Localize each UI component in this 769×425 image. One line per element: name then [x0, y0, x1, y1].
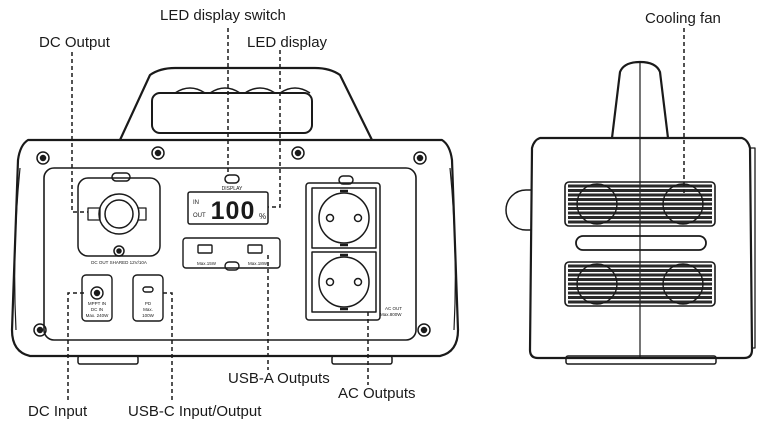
mppt-label-1: MPPT IN [88, 301, 106, 306]
leader-usb-c [162, 292, 173, 400]
dc-out-shared-label: DC OUT SHARED 12V/10A [91, 260, 147, 265]
leader-dc-output [71, 52, 88, 213]
carry-handle [119, 66, 373, 141]
display-button-label: DISPLAY [222, 186, 243, 192]
pd-label-2: Max. [143, 307, 153, 312]
dc-input-port [81, 274, 113, 322]
leader-led-display [268, 50, 281, 208]
cooling-grille-bottom [564, 261, 716, 307]
ac-outlets [305, 175, 381, 321]
cooling-grille-top [564, 181, 716, 227]
dc-output-port [77, 172, 161, 257]
pd-label-1: PD [145, 301, 152, 306]
label-cooling-fan: Cooling fan [645, 10, 721, 27]
ac-out-label-1: AC OUT [385, 306, 402, 311]
mppt-label-2: DC IN [91, 307, 103, 312]
mppt-label-3: Max. 240W [86, 313, 110, 318]
label-dc-input: DC Input [28, 403, 88, 420]
usb-a-right-label: Max.18W [248, 261, 268, 266]
usb-a-left-label: Max.15W [197, 261, 217, 266]
usb-c-port [132, 274, 164, 322]
lcd-display [187, 191, 269, 225]
pd-label-3: 100W [142, 313, 155, 318]
lcd-value: 100 [211, 197, 256, 225]
front-body [10, 138, 460, 358]
handle-grip-slot [151, 92, 313, 134]
ac-out-label-2: Max.800W [380, 312, 402, 317]
side-view [505, 60, 756, 365]
lcd-out-label: OUT [193, 213, 206, 219]
label-ac-outputs: AC Outputs [338, 385, 416, 402]
label-usb-a-outputs: USB-A Outputs [228, 370, 330, 387]
label-usb-c-input-output: USB-C Input/Output [128, 403, 262, 420]
leader-dc-input [67, 292, 84, 400]
side-body [528, 136, 754, 360]
usb-a-panel [182, 237, 281, 271]
label-led-display: LED display [247, 34, 328, 51]
front-screws [33, 146, 431, 337]
lcd-in-label: IN [193, 200, 199, 206]
lcd-unit: % [259, 212, 266, 221]
front-panel [43, 167, 417, 341]
display-switch-button [224, 174, 240, 184]
label-led-display-switch: LED display switch [160, 7, 286, 24]
label-dc-output: DC Output [39, 34, 110, 51]
front-view [10, 66, 460, 365]
side-light-bar [575, 235, 707, 251]
leader-lines [67, 28, 685, 400]
